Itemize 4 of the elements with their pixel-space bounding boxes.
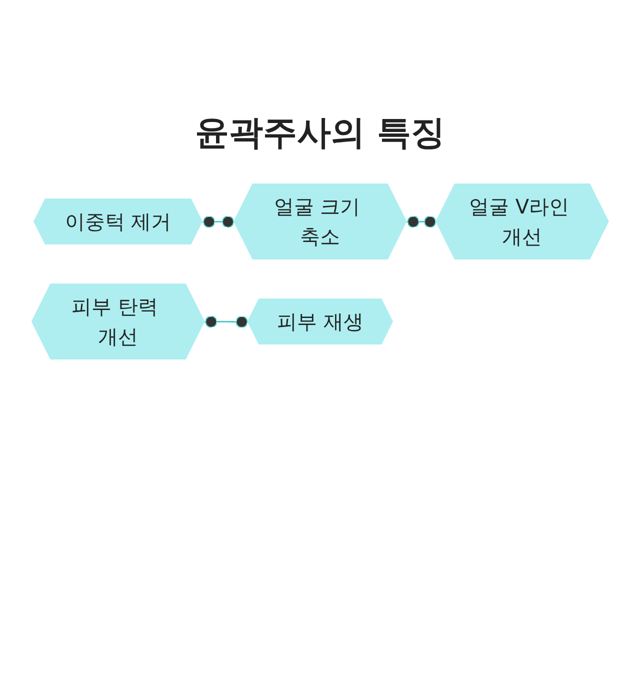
connector [406, 216, 437, 228]
title: 윤곽주사의 특징 [194, 112, 446, 155]
connector [204, 316, 248, 328]
connector [202, 216, 234, 228]
